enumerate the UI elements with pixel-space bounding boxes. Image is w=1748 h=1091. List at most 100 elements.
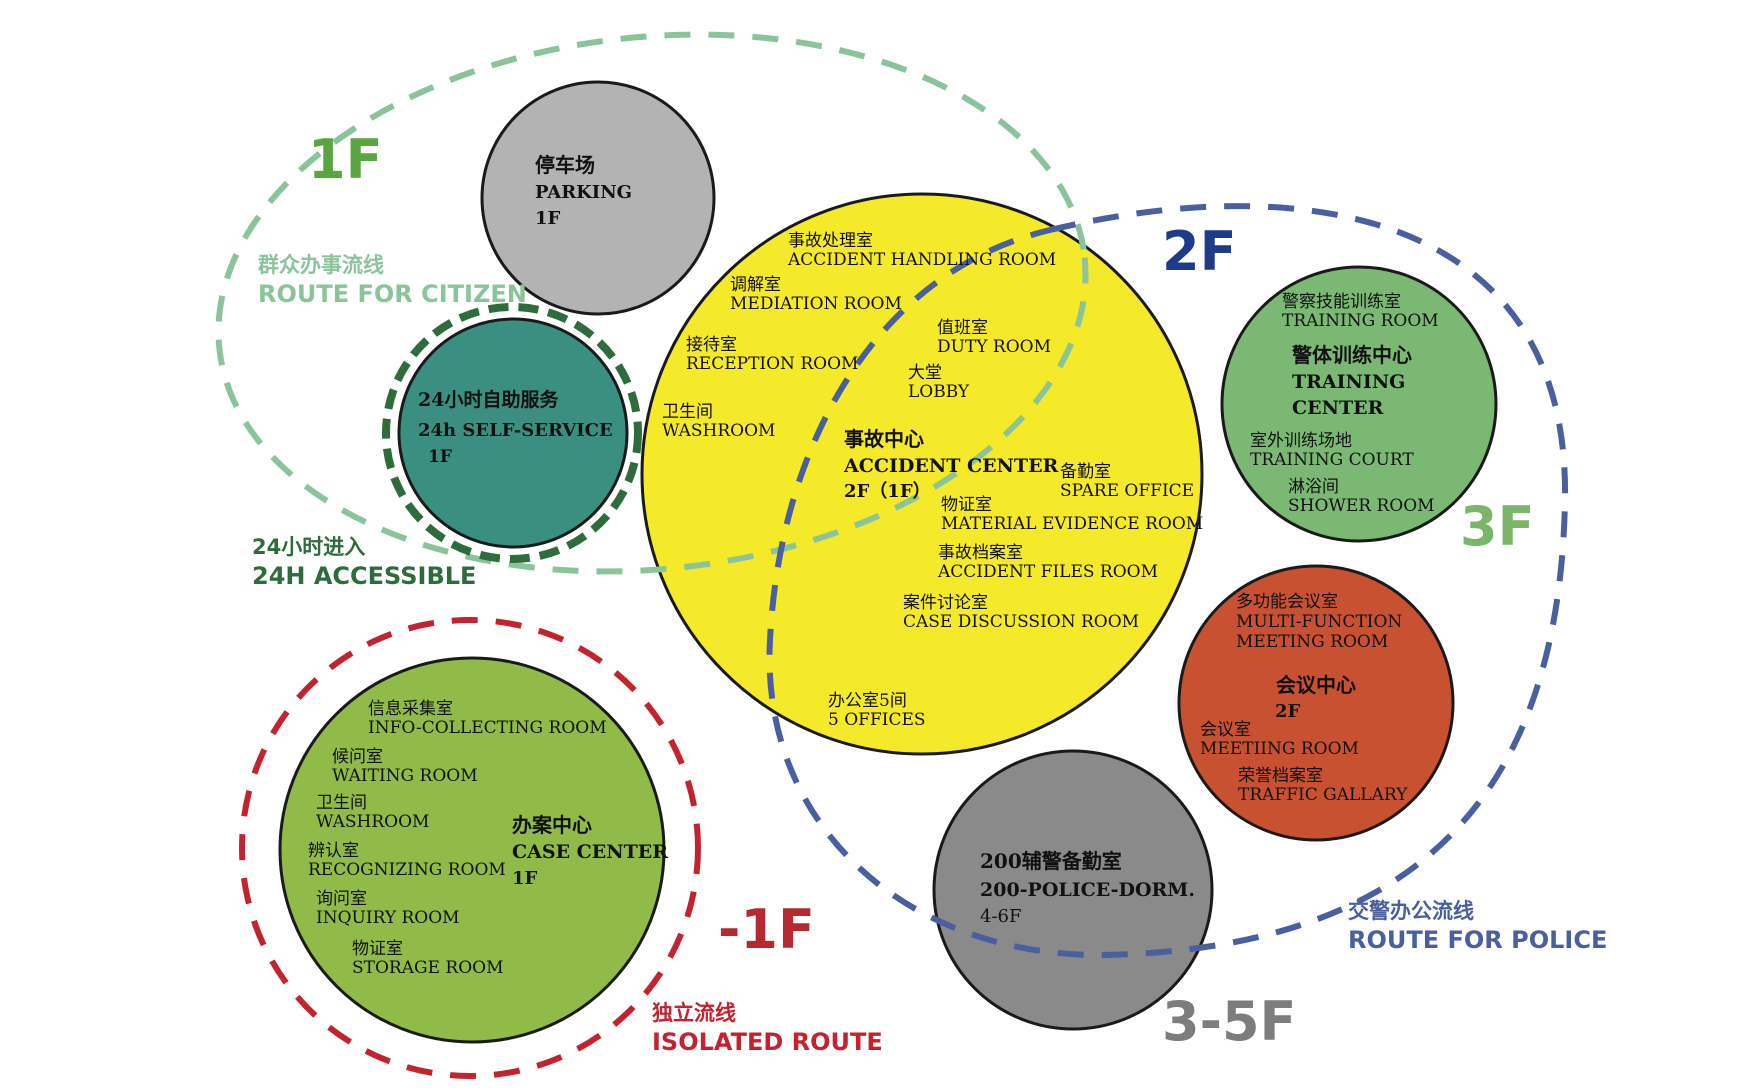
parking-cn: 停车场 — [535, 153, 595, 177]
case-center-floor: 1F — [512, 868, 538, 889]
dorm-labels: 200辅警备勤室 200-POLICE-DORM. 4-6F — [980, 849, 1195, 927]
self-service-floor: 1F — [428, 447, 452, 467]
accident-handling-cn: 事故处理室 — [788, 231, 873, 251]
duty-en: DUTY ROOM — [937, 337, 1051, 357]
spare-cn: 备勤室 — [1060, 462, 1111, 482]
evidence-cn: 物证室 — [941, 495, 992, 515]
storage-en: STORAGE ROOM — [352, 958, 503, 978]
parking-labels: 停车场 PARKING 1F — [535, 153, 632, 229]
waiting-cn: 候问室 — [332, 747, 383, 767]
evidence-en: MATERIAL EVIDENCE ROOM — [941, 514, 1203, 534]
parking-floor: 1F — [535, 208, 561, 229]
police-route-cn: 交警办公流线 — [1348, 899, 1474, 923]
dorm-en: 200-POLICE-DORM. — [980, 879, 1195, 901]
citizen-route-outline — [215, 31, 1089, 575]
parking-bubble — [480, 80, 716, 316]
training-room-en: TRAINING ROOM — [1282, 311, 1439, 331]
accident-handling-en: ACCIDENT HANDLING ROOM — [787, 250, 1056, 270]
washroom-cn: 卫生间 — [662, 402, 713, 422]
police-route-en: ROUTE FOR POLICE — [1348, 926, 1607, 954]
washroom-en: WASHROOM — [662, 421, 775, 441]
storage-cn: 物证室 — [352, 939, 403, 959]
training-center-bubble — [1220, 265, 1498, 543]
lobby-cn: 大堂 — [908, 363, 942, 383]
meeting-center-title-cn: 会议中心 — [1276, 673, 1356, 697]
accessible-route-en: 24H ACCESSIBLE — [252, 562, 476, 590]
offices-cn: 办公室5间 — [828, 691, 907, 711]
inquiry-en: INQUIRY ROOM — [316, 908, 460, 928]
self-service-labels: 24小时自助服务 24h SELF-SERVICE 1F — [418, 388, 613, 467]
training-center-title-cn: 警体训练中心 — [1292, 343, 1412, 367]
floor-label-minus1f: -1F — [718, 898, 815, 961]
multi-function-en-1: MULTI-FUNCTION — [1236, 612, 1402, 632]
spare-en: SPARE OFFICE — [1060, 481, 1194, 501]
accessible-route-label: 24小时进入 24H ACCESSIBLE — [252, 535, 476, 590]
case-center-title-cn: 办案中心 — [512, 813, 592, 837]
self-service-bubble — [397, 317, 629, 549]
meeting-center-labels: 多功能会议室 MULTI-FUNCTION MEETING ROOM 会议中心 … — [1200, 592, 1408, 805]
training-center-title-en-2: CENTER — [1292, 397, 1384, 419]
shower-room-cn: 淋浴间 — [1288, 477, 1339, 497]
offices-en: 5 OFFICES — [828, 710, 926, 730]
multi-function-en-2: MEETING ROOM — [1236, 632, 1388, 652]
info-collecting-en: INFO-COLLECTING ROOM — [368, 718, 607, 738]
case-center-title-en: CASE CENTER — [512, 841, 668, 863]
recognizing-cn: 辨认室 — [308, 841, 359, 861]
reception-cn: 接待室 — [686, 335, 737, 355]
citizen-route-label: 群众办事流线 ROUTE FOR CITIZEN — [258, 253, 527, 308]
case-center-bubble — [278, 656, 666, 1044]
floor-label-1f: 1F — [308, 128, 382, 191]
traffic-gallery-cn: 荣誉档案室 — [1238, 766, 1323, 786]
mediation-cn: 调解室 — [730, 275, 781, 295]
inquiry-cn: 询问室 — [316, 889, 367, 909]
dorm-cn: 200辅警备勤室 — [980, 849, 1122, 873]
accessible-route-cn: 24小时进入 — [252, 535, 365, 559]
recognizing-en: RECOGNIZING ROOM — [308, 860, 506, 880]
multi-function-cn: 多功能会议室 — [1236, 592, 1338, 612]
accessible-route-outline — [382, 303, 642, 563]
floor-label-3-5f: 3-5F — [1162, 990, 1296, 1053]
files-en: ACCIDENT FILES ROOM — [937, 562, 1158, 582]
case-washroom-cn: 卫生间 — [316, 793, 367, 813]
self-service-cn: 24小时自助服务 — [418, 388, 559, 411]
waiting-en: WAITING ROOM — [332, 766, 478, 786]
accident-center-title-en: ACCIDENT CENTER — [843, 455, 1059, 477]
citizen-route-cn: 群众办事流线 — [258, 253, 384, 277]
parking-en: PARKING — [535, 182, 632, 203]
isolated-route-outline — [239, 617, 701, 1079]
duty-cn: 值班室 — [937, 318, 988, 338]
meeting-center-bubble — [1177, 564, 1455, 842]
traffic-gallery-en: TRAFFIC GALLARY — [1238, 785, 1408, 805]
floor-label-3f: 3F — [1460, 495, 1534, 558]
info-collecting-cn: 信息采集室 — [368, 699, 453, 719]
accident-center-floor: 2F（1F） — [844, 481, 931, 502]
meeting-room-cn: 会议室 — [1200, 720, 1251, 740]
discussion-cn: 案件讨论室 — [903, 593, 988, 613]
files-cn: 事故档案室 — [938, 543, 1023, 563]
isolated-route-label: 独立流线 ISOLATED ROUTE — [652, 1001, 883, 1056]
mediation-en: MEDIATION ROOM — [730, 294, 902, 314]
lobby-en: LOBBY — [908, 382, 970, 402]
citizen-route-en: ROUTE FOR CITIZEN — [258, 280, 527, 308]
isolated-route-cn: 独立流线 — [652, 1001, 736, 1025]
case-washroom-en: WASHROOM — [316, 812, 429, 832]
training-court-en: TRAINING COURT — [1250, 450, 1414, 470]
training-court-cn: 室外训练场地 — [1250, 431, 1352, 451]
training-room-cn: 警察技能训练室 — [1282, 292, 1401, 312]
floor-label-2f: 2F — [1162, 220, 1236, 283]
reception-en: RECEPTION ROOM — [686, 354, 858, 374]
meeting-room-en: MEETIING ROOM — [1200, 739, 1359, 759]
shower-room-en: SHOWER ROOM — [1288, 496, 1435, 516]
accident-center-title-cn: 事故中心 — [844, 427, 924, 451]
accident-center-bubble — [640, 192, 1204, 756]
dorm-floor: 4-6F — [980, 906, 1021, 927]
case-center-labels: 信息采集室 INFO-COLLECTING ROOM 候问室 WAITING R… — [308, 699, 668, 978]
police-route-label: 交警办公流线 ROUTE FOR POLICE — [1348, 899, 1607, 954]
discussion-en: CASE DISCUSSION ROOM — [903, 612, 1139, 632]
isolated-route-en: ISOLATED ROUTE — [652, 1028, 883, 1056]
meeting-center-floor: 2F — [1275, 701, 1301, 722]
self-service-en: 24h SELF-SERVICE — [418, 420, 613, 441]
accident-center-labels: 事故处理室 ACCIDENT HANDLING ROOM 调解室 MEDIATI… — [662, 231, 1203, 730]
dorm-bubble — [932, 749, 1214, 1031]
